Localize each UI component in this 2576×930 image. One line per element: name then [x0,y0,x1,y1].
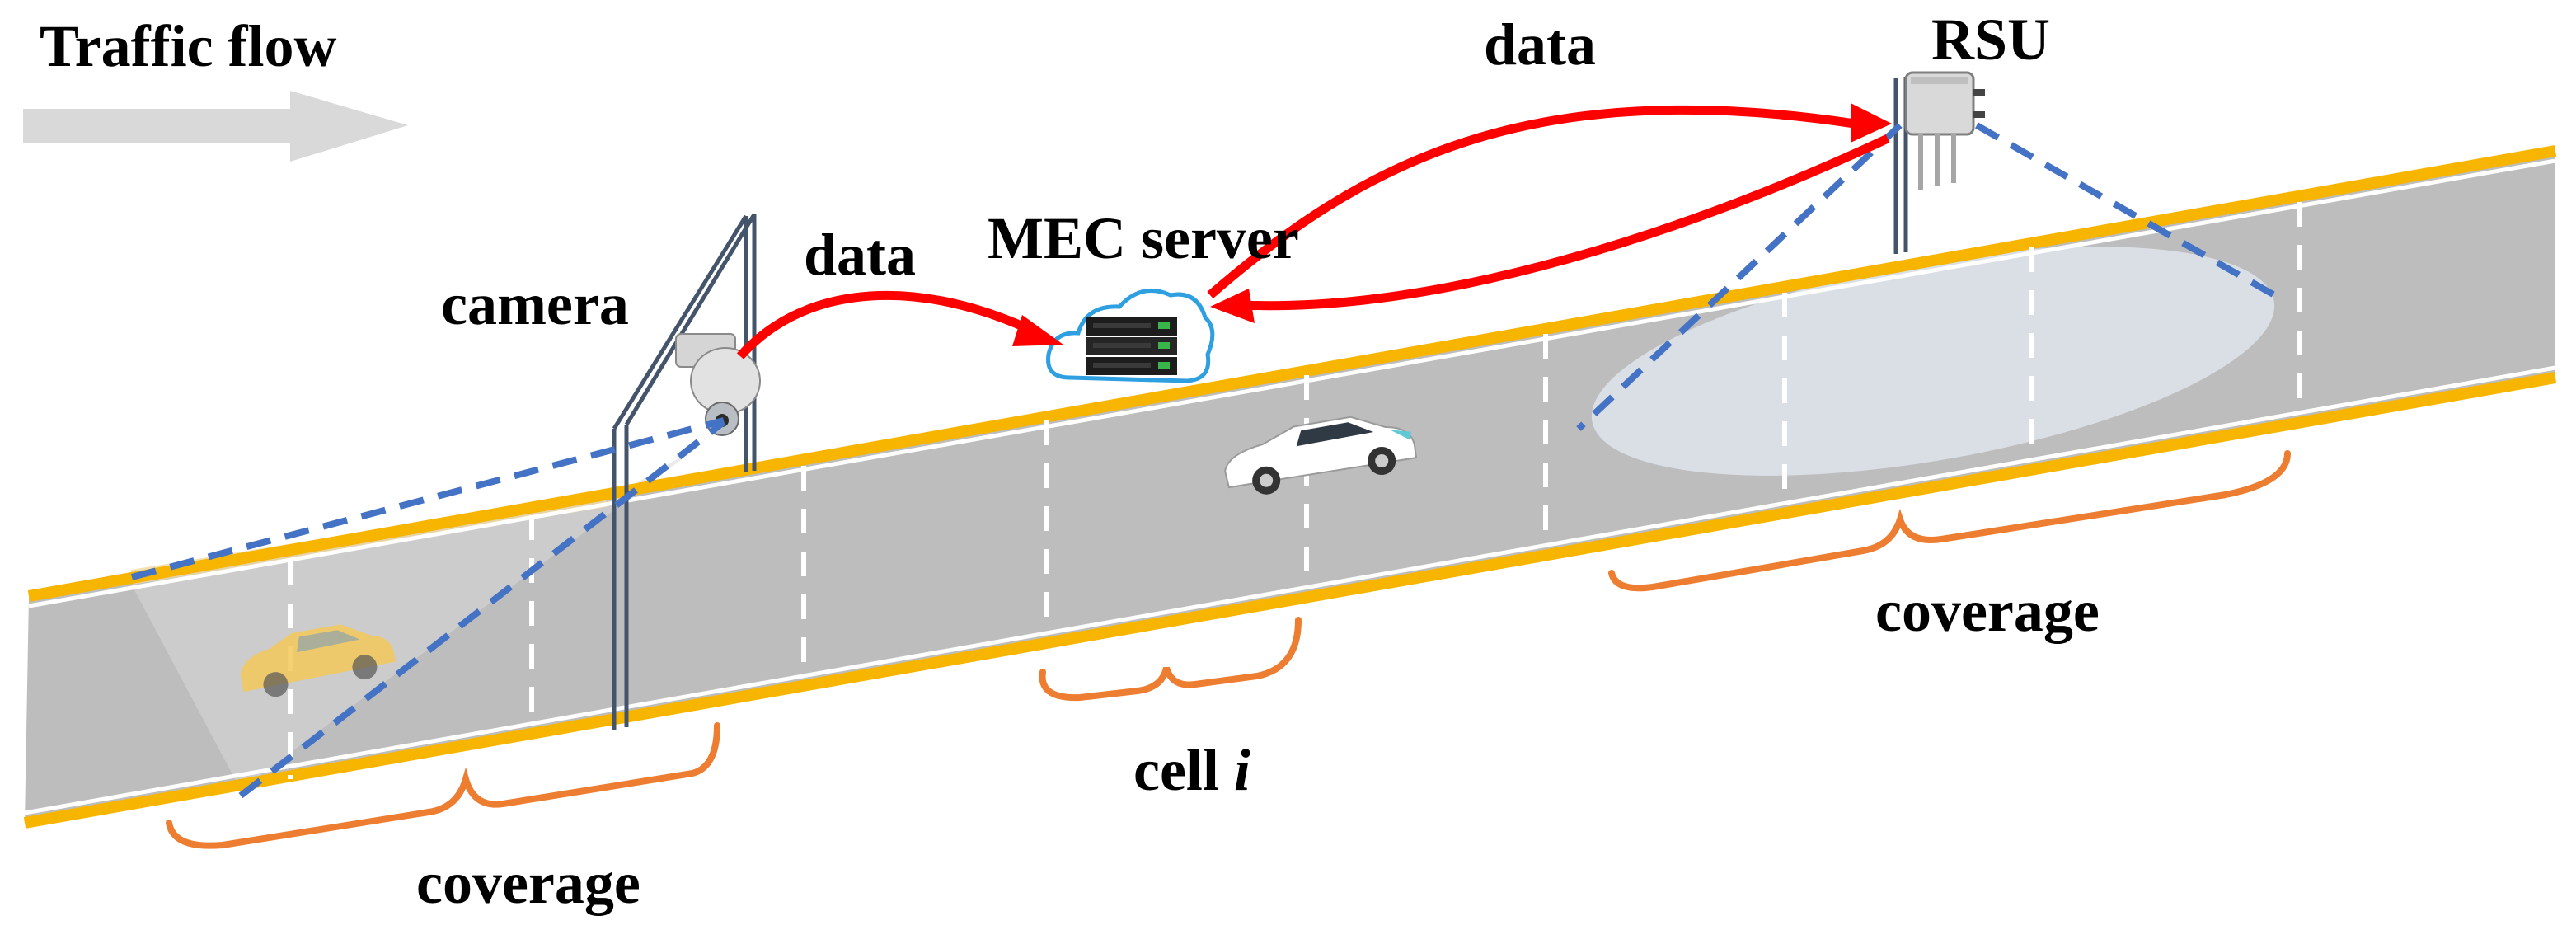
rsu-label: RSU [1931,7,2050,73]
arrowhead-to-mec [1012,315,1063,346]
coverage-braces [166,450,2291,849]
traffic-flow-arrow [23,91,408,162]
coverage-label-rsu: coverage [1875,578,2100,644]
camera-coverage-lines [130,417,726,799]
cell-label: cell i [1133,737,1250,803]
brace-camera-coverage [166,722,720,849]
coverage-label-camera: coverage [416,850,640,916]
data-arrow-mec-to-rsu [1207,105,1856,299]
rsu-pole [1893,77,1908,254]
white-car-icon [1224,416,1418,495]
cell-label-index: i [1234,737,1250,803]
traffic-flow-label: Traffic flow [40,13,337,79]
rsu-coverage-area [1591,247,2275,476]
rsu-coverage-line-left [1576,123,1903,431]
brace-cell [1039,617,1302,702]
camera-pole-arm-2 [624,213,757,426]
camera-coverage-line-near [238,419,726,799]
camera-coverage-line-far [130,417,725,580]
cell-label-word: cell [1133,737,1234,803]
mec-server-label: MEC server [988,205,1299,271]
brace-rsu-coverage [1608,450,2291,592]
arrowhead-rsu-to-mec [1210,289,1255,323]
road-top-edge-inner [28,158,2556,608]
rsu-coverage-line-right [1975,122,2283,303]
data-arrows [736,105,1890,359]
camera-label: camera [441,271,629,337]
yellow-car-icon [240,624,396,698]
data-label-camera: data [804,222,916,288]
data-arrow-camera-to-mec [736,290,1033,359]
cloud-server-icon [1046,288,1215,383]
data-arrow-rsu-to-mec [1240,134,1890,311]
camera-coverage-area [132,445,701,790]
road-bottom-edge [23,372,2557,829]
road-top-edge [27,145,2557,602]
rsu-coverage-lines [1576,122,2283,431]
data-label-rsu: data [1484,12,1596,78]
roadside-unit-icon [1904,71,1985,190]
road-bottom-edge-inner [24,365,2556,815]
camera-pole-arm [612,214,748,430]
arrowhead-to-rsu [1851,103,1892,143]
